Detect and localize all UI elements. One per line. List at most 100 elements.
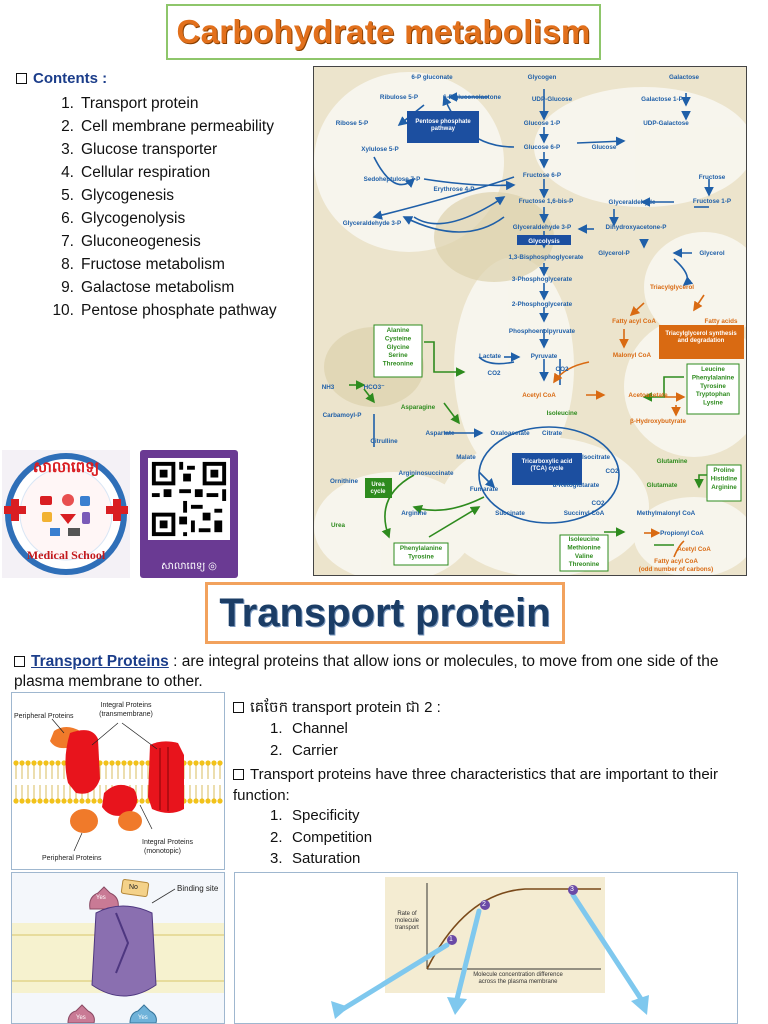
map-amino-acid-label: Serine (388, 352, 408, 359)
no-label: No (129, 884, 138, 891)
contents-heading-text: Contents : (33, 70, 108, 87)
carrier-binding-diagram (12, 879, 224, 1023)
item-number: 3. (61, 141, 74, 158)
map-amino-acid-label: Tryptophan (696, 391, 730, 398)
map-amino-acid-label: Threonine (569, 561, 600, 568)
item-number: 8. (61, 256, 74, 273)
graph-y-label-line: molecule (394, 918, 419, 924)
map-label-b-hydroxybutyrate: β-Hydroxybutyrate (630, 418, 686, 425)
map-label-glutamate: Glutamate (647, 482, 678, 489)
map-label-xylulose5p: Xylulose 5-P (361, 146, 398, 153)
item-number: 2. (270, 828, 283, 846)
qr-code-icon (148, 458, 230, 540)
map-label-fatty-acyl-coa: Fatty acyl CoA (612, 318, 656, 325)
map-label-sedoheptulose7p: Sedoheptulose 7-P (364, 176, 421, 183)
binding-site-label: Binding site (177, 884, 219, 893)
map-label-fatty-acids: Fatty acids (705, 318, 738, 325)
item-number: 1. (270, 807, 283, 824)
tca-box (512, 453, 582, 485)
item-number: 10. (52, 302, 74, 319)
map-label-glycerol: Glycerol (699, 250, 724, 257)
item-label: Transport protein (81, 95, 199, 112)
item-number: 2. (61, 118, 74, 135)
qr-code-card[interactable]: សាលាពេទ្យ ◎ (140, 450, 238, 578)
item-number: 9. (61, 279, 74, 296)
map-label-udp-glucose: UDP-Glucose (532, 96, 573, 103)
list-item: 1.Channel (270, 718, 348, 740)
map-amino-acid-label: Arginine (711, 484, 737, 491)
map-label-pg3: 3-Phosphoglycerate (512, 276, 573, 283)
marker-2 (480, 900, 490, 910)
urea-cycle-box (365, 478, 392, 498)
contents-item: 8.Fructose metabolism (40, 253, 277, 276)
item-number: 5. (61, 187, 74, 204)
map-label-glyceraldehyde3p: Glyceraldehyde 3-P (513, 224, 571, 231)
integral-bottom-sub: (monotopic) (144, 848, 181, 855)
map-amino-acid-label: Proline (713, 467, 735, 474)
item-number: 4. (61, 164, 74, 181)
list-item: 1.Specificity (270, 805, 372, 827)
map-label-hco3: HCO3⁻ (364, 384, 385, 391)
map-label-glucose1p: Glucose 1-P (524, 120, 560, 127)
peripheral-bottom-label: Peripheral Proteins (42, 855, 102, 862)
map-label-co2-b: CO2 (556, 366, 569, 373)
map-label-arginine: Arginine (401, 510, 427, 517)
yes-label-top: Yes (96, 895, 106, 901)
map-label-p6-gluconate: 6-P gluconate (411, 74, 453, 81)
contents-item: 5.Glycogenesis (40, 184, 277, 207)
map-label-fumarate: Fumarate (470, 486, 499, 493)
map-label-glyceraldehyde: Glyceraldehyde (609, 199, 656, 206)
map-label-pyruvate: Pyruvate (531, 353, 558, 360)
item-number: 1. (61, 95, 74, 112)
checkbox-bullet-icon (14, 656, 25, 667)
map-label-co2-d: CO2 (592, 500, 605, 507)
map-label-glutamine: Glutamine (657, 458, 688, 465)
contents-item: 3.Glucose transporter (40, 138, 277, 161)
medical-school-logo: សាលាពេទ្យ Medical School (2, 450, 130, 578)
binding-site-figure: Yes No Binding site Yes Yes (11, 872, 225, 1024)
checkbox-bullet-icon (233, 769, 244, 780)
yes-label-bottom-1: Yes (76, 1015, 86, 1021)
item-label: Saturation (292, 850, 361, 867)
map-label-argininosuccinate: Argininosuccinate (399, 470, 454, 477)
map-amino-acid-label: Phenylalanine (692, 374, 735, 381)
map-amino-acid-label: Lysine (703, 400, 723, 407)
yes-molecule-top (89, 886, 119, 910)
item-number: 3. (270, 850, 283, 867)
integral-top-label: Integral Proteins (100, 702, 152, 709)
map-amino-acid-label: Alanine (387, 327, 410, 334)
map-label-asparagine: Asparagine (401, 404, 436, 411)
graph-y-label-line: Rate of (397, 911, 417, 917)
map-label-glycolysis-box: Glycolysis (528, 238, 560, 245)
map-label-pep: Phosphoenolpyruvate (509, 328, 576, 335)
map-amino-acid-label: Cysteine (385, 335, 412, 342)
item-number: 7. (61, 233, 74, 250)
types-heading: គេចែក transport protein ជា 2 : (233, 698, 441, 720)
map-amino-acid-label: Threonine (383, 361, 414, 368)
yes-molecule-bottom-2 (129, 1004, 157, 1023)
item-label: Gluconeogenesis (81, 233, 201, 250)
item-label: Channel (292, 720, 348, 737)
map-amino-acid-label: Glycine (387, 344, 410, 351)
map-box-label-tag-box: Triacylglycerol synthesis (665, 331, 737, 337)
map-box-label-ppp-box: Pentose phosphate (415, 119, 471, 125)
graph-x-label-line: Molecule concentration difference (473, 972, 563, 978)
map-label-succinyl-coa: Succinyl CoA (564, 510, 605, 517)
item-label: Galactose metabolism (81, 279, 235, 296)
map-label-acetoacetate: Acetoacetate (628, 392, 668, 399)
map-label-oxaloacetate: Oxaloacetate (490, 430, 530, 437)
qr-label: សាលាពេទ្យ ◎ (161, 561, 217, 572)
channel-protein (148, 741, 184, 813)
map-label-citrate: Citrate (542, 430, 562, 437)
map-label-lactate: Lactate (479, 353, 502, 360)
integral-protein-monotopic (102, 784, 138, 816)
map-label-ornithine: Ornithine (330, 478, 358, 485)
map-label-acetyl-coa-b: Acetyl CoA (677, 546, 711, 553)
page-title: Carbohydrate metabolism (166, 4, 601, 60)
list-item: 2.Carrier (270, 740, 348, 762)
map-label-glycerol-p: Glycerol-P (598, 250, 630, 257)
map-label-galactose: Galactose (669, 74, 700, 81)
membrane-diagram (13, 718, 223, 852)
item-label: Competition (292, 828, 373, 846)
